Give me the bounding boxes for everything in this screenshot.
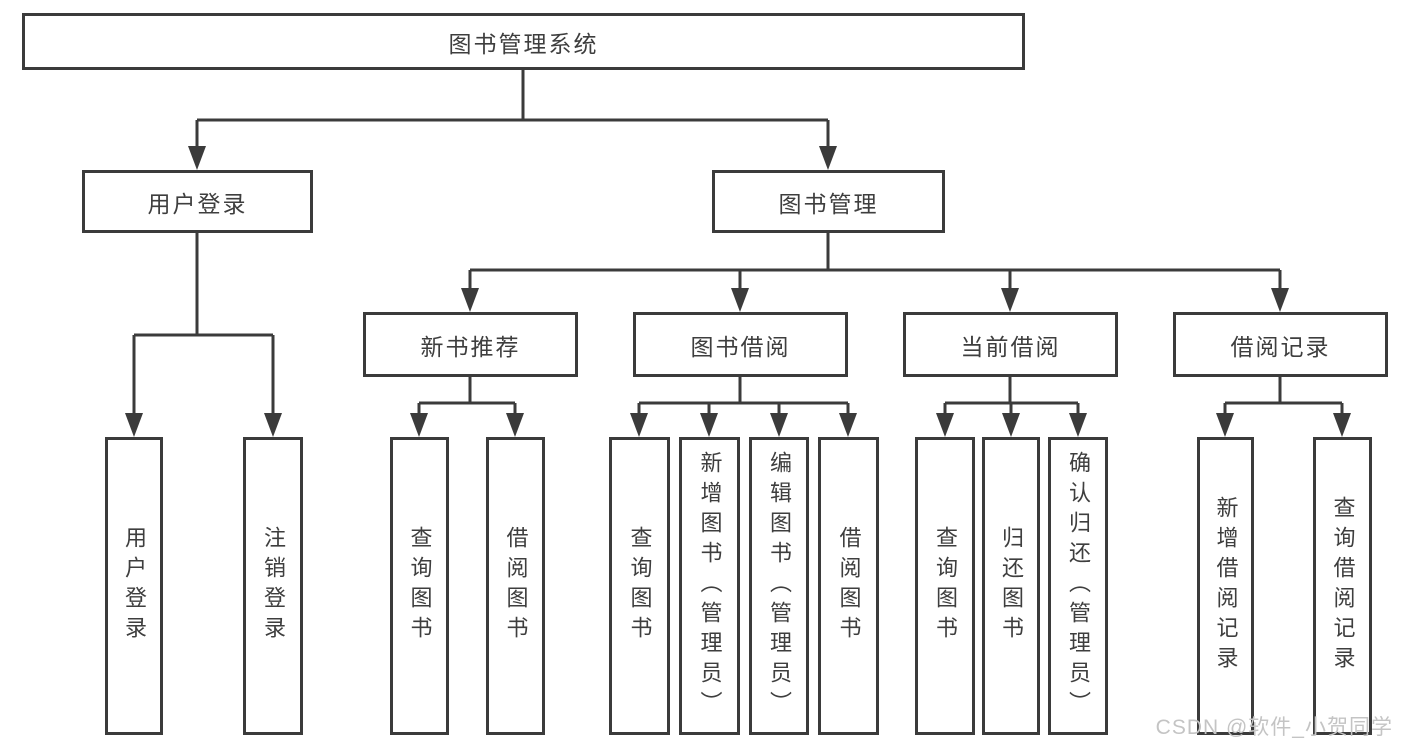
leaf-user-login: 用户登录 (105, 437, 163, 735)
leaf-query-books-borrow: 查询图书 (609, 437, 670, 735)
csdn-watermark: CSDN @软件_小贺同学 (1155, 716, 1393, 739)
leaf-confirm-return-admin: 确认归还（管理员） (1048, 437, 1108, 735)
leaf-edit-books-admin: 编辑图书（管理员） (749, 437, 809, 735)
node-user-login: 用户登录 (82, 170, 313, 233)
leaf-add-books-admin: 新增图书（管理员） (679, 437, 740, 735)
leaf-logout: 注销登录 (243, 437, 303, 735)
leaf-borrow-books-recommend: 借阅图书 (486, 437, 545, 735)
connector-borrow-records-split (1216, 377, 1351, 437)
leaf-query-books-recommend: 查询图书 (390, 437, 449, 735)
connector-book-mgmt-split (461, 233, 1289, 312)
node-library-management-system: 图书管理系统 (22, 13, 1025, 70)
connector-new-book-split (410, 377, 524, 437)
node-current-borrowing: 当前借阅 (903, 312, 1118, 377)
node-book-management: 图书管理 (712, 170, 945, 233)
leaf-query-borrow-record: 查询借阅记录 (1313, 437, 1372, 735)
node-new-book-recommend: 新书推荐 (363, 312, 578, 377)
leaf-add-borrow-record: 新增借阅记录 (1197, 437, 1254, 735)
connector-root-split (188, 70, 837, 170)
connector-current-borrow-split (936, 377, 1087, 437)
connector-book-borrow-split (630, 377, 857, 437)
connector-user-login-split (125, 233, 282, 437)
leaf-query-books-current: 查询图书 (915, 437, 975, 735)
node-book-borrowing: 图书借阅 (633, 312, 848, 377)
node-borrowing-records: 借阅记录 (1173, 312, 1388, 377)
leaf-borrow-books: 借阅图书 (818, 437, 879, 735)
leaf-return-books: 归还图书 (982, 437, 1040, 735)
